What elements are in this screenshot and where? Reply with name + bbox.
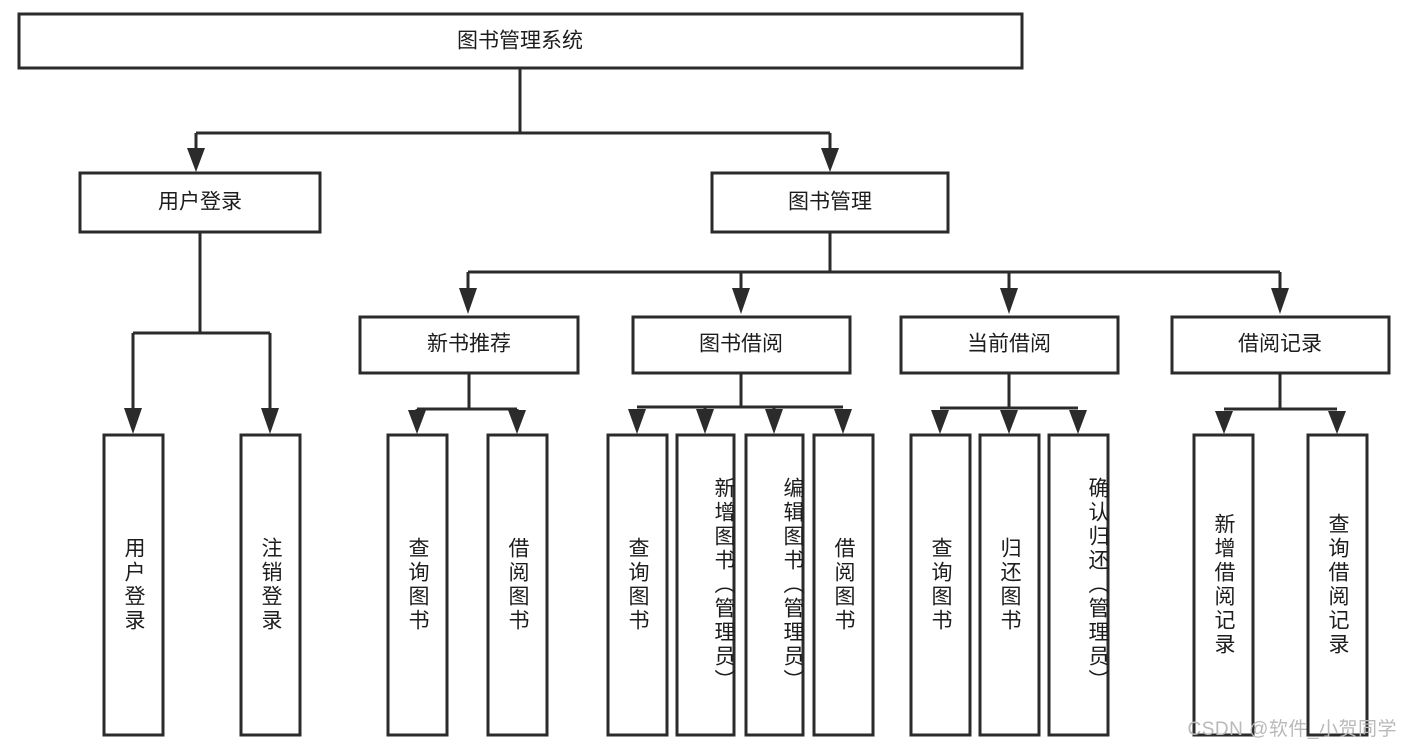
node-current-borrow-box[interactable] [899,315,1120,375]
node-book-manage[interactable]: 图书管理 [710,171,950,234]
arrowhead-leaf-borrow-book-1 [508,410,526,434]
node-new-book-recommend-label: 新书推荐 [427,333,511,356]
arrowhead-current-borrow [1000,288,1018,314]
leaf-box-logout[interactable] [239,433,302,737]
node-root-label: 图书管理系统 [457,30,583,53]
arrowhead-book-manage [821,148,839,172]
node-new-book-recommend-box[interactable] [358,315,580,375]
node-current-borrow-label: 当前借阅 [967,333,1051,356]
node-user-login-label: 用户登录 [158,191,242,214]
node-root[interactable]: 图书管理系统 [17,12,1024,70]
node-book-borrow[interactable]: 图书借阅 [631,315,852,375]
leaf-box-borrow-book-1[interactable] [486,433,549,737]
arrowhead-leaf-borrow-book-2 [834,409,852,434]
node-new-book-recommend[interactable]: 新书推荐 [358,315,580,375]
node-borrow-record-label: 借阅记录 [1238,333,1322,356]
watermark-text: CSDN @软件_小贺同学 [1187,719,1397,740]
arrowhead-leaf-logout [261,408,279,434]
leaf-box-confirm-return[interactable] [1047,433,1110,737]
leaf-box-return-book[interactable] [978,433,1041,737]
arrowhead-leaf-query-book-3 [931,410,949,434]
arrowhead-leaf-user-login [124,408,142,434]
node-root-box[interactable] [17,12,1024,70]
leaf-box-query-book-3[interactable] [909,433,972,737]
leaf-box-query-book-1[interactable] [386,433,449,737]
arrowhead-leaf-return-book [1000,410,1018,434]
node-book-borrow-label: 图书借阅 [699,333,783,356]
leaf-box-user-login[interactable] [102,433,165,737]
leaf-box-edit-book[interactable] [744,433,805,737]
leaf-box-query-book-2[interactable] [606,433,669,737]
arrowhead-leaf-query-book-2 [628,409,646,434]
leaf-box-add-record[interactable] [1192,433,1255,737]
arrowhead-leaf-query-record [1328,411,1346,434]
node-borrow-record-box[interactable] [1170,315,1391,375]
node-borrow-record[interactable]: 借阅记录 [1170,315,1391,375]
arrowhead-new-book-recommend [459,288,477,314]
node-user-login[interactable]: 用户登录 [78,171,322,234]
node-book-manage-box[interactable] [710,171,950,234]
arrowhead-book-borrow [732,288,750,314]
node-book-manage-label: 图书管理 [788,191,872,214]
arrowhead-borrow-record [1271,288,1289,314]
node-current-borrow[interactable]: 当前借阅 [899,315,1120,375]
node-book-borrow-box[interactable] [631,315,852,375]
arrowhead-leaf-add-book [696,409,714,434]
arrowhead-leaf-confirm-return [1069,410,1087,434]
arrowhead-leaf-edit-book [765,409,783,434]
leaf-box-query-record[interactable] [1306,433,1369,737]
arrowhead-leaf-add-record [1215,411,1233,434]
leaf-box-borrow-book-2[interactable] [812,433,875,737]
arrowhead-leaf-query-book-1 [408,410,426,434]
leaf-box-add-book[interactable] [675,433,736,737]
arrowhead-user-login [187,148,205,172]
